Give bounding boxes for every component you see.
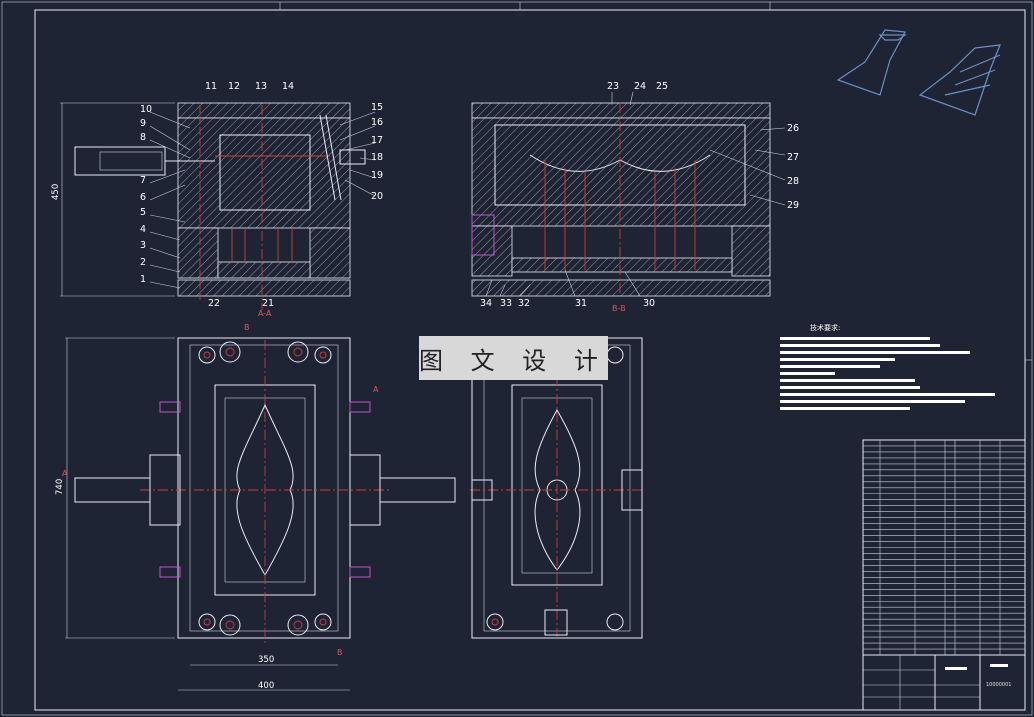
watermark-banner: 图 文 设 计 <box>419 336 608 380</box>
part-label-8: 8 <box>140 132 146 143</box>
part-label-27: 27 <box>787 152 799 163</box>
section-view-bb: B-B <box>471 102 771 313</box>
part-label-6: 6 <box>140 192 146 203</box>
part-label-26: 26 <box>787 123 799 134</box>
part-label-32: 32 <box>518 298 530 309</box>
dim-width-outer: 400 <box>258 681 274 691</box>
part-label-22: 22 <box>208 298 220 309</box>
dim-plan-height: 740 <box>55 479 65 495</box>
isometric-preview <box>836 29 1001 116</box>
tech-requirement-line <box>780 372 835 375</box>
dim-height-main: 450 <box>51 184 61 200</box>
section-view-aa: 450 A-A <box>51 102 366 318</box>
part-label-7: 7 <box>140 175 146 186</box>
part-label-14: 14 <box>282 81 294 92</box>
part-label-16: 16 <box>371 117 383 128</box>
part-label-3: 3 <box>140 240 146 251</box>
section-label-aa: A-A <box>258 309 272 318</box>
part-label-31: 31 <box>575 298 587 309</box>
tech-requirement-line <box>780 344 940 347</box>
section-mark-b-bottom: B <box>337 648 343 657</box>
part-label-33: 33 <box>500 298 512 309</box>
part-label-5: 5 <box>140 207 146 218</box>
tech-requirement-line <box>780 358 895 361</box>
part-label-13: 13 <box>255 81 267 92</box>
section-mark-b-top: B <box>244 323 250 332</box>
section-mark-a-left: A <box>62 469 68 478</box>
part-label-1: 1 <box>140 274 146 285</box>
tech-requirements-title: 技术要求: <box>810 324 841 332</box>
tech-requirement-line <box>780 379 915 382</box>
part-label-12: 12 <box>228 81 240 92</box>
part-label-25: 25 <box>656 81 668 92</box>
dim-width-inner: 350 <box>258 655 274 665</box>
tech-requirement-line <box>780 365 880 368</box>
part-label-15: 15 <box>371 102 383 113</box>
plan-view-left: 740 350 400 B B A A <box>55 323 456 691</box>
part-label-18: 18 <box>371 152 383 163</box>
tech-requirement-line <box>780 337 930 340</box>
part-label-24: 24 <box>634 81 646 92</box>
bom-table <box>862 439 1026 656</box>
part-label-34: 34 <box>480 298 492 309</box>
technical-requirements: 技术要求: <box>780 323 1010 410</box>
part-label-30: 30 <box>643 298 655 309</box>
part-label-19: 19 <box>371 170 383 181</box>
leader-lines-right <box>485 91 786 297</box>
title-block: 10000001 <box>862 654 1026 711</box>
tech-requirement-line <box>780 386 920 389</box>
part-label-2: 2 <box>140 257 146 268</box>
part-label-17: 17 <box>371 135 383 146</box>
tech-requirement-line <box>780 393 995 396</box>
part-label-20: 20 <box>371 191 383 202</box>
tech-requirement-line <box>780 407 910 410</box>
drawing-number: 10000001 <box>986 682 1011 688</box>
part-label-11: 11 <box>205 81 217 92</box>
plan-view-right <box>470 337 645 640</box>
part-label-21: 21 <box>262 298 274 309</box>
section-label-bb: B-B <box>612 304 626 313</box>
part-label-28: 28 <box>787 176 799 187</box>
section-mark-a-right: A <box>373 385 379 394</box>
tech-requirement-line <box>780 400 965 403</box>
part-label-29: 29 <box>787 200 799 211</box>
part-label-23: 23 <box>607 81 619 92</box>
part-label-9: 9 <box>140 118 146 129</box>
part-label-10: 10 <box>140 104 152 115</box>
part-label-4: 4 <box>140 224 146 235</box>
leader-lines-left <box>149 111 376 289</box>
tech-requirement-line <box>780 351 970 354</box>
